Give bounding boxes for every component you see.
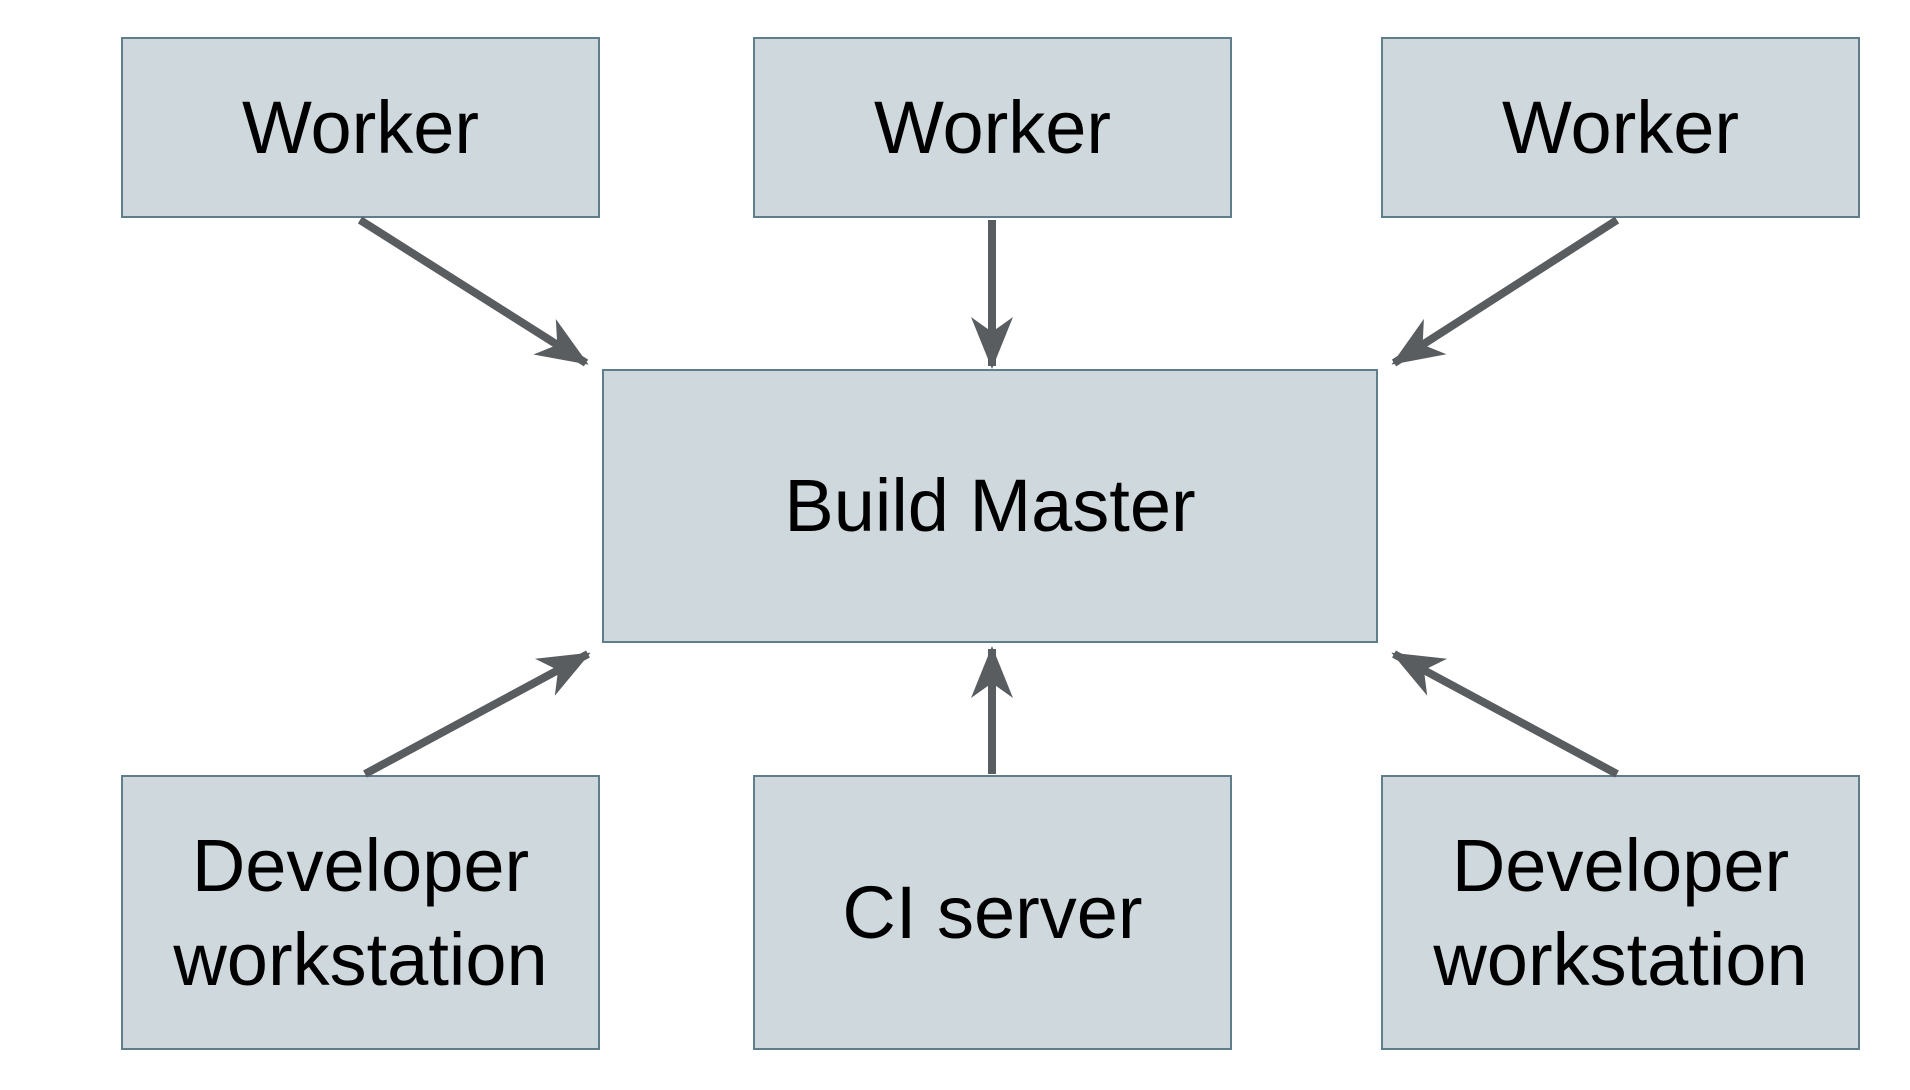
node-developer-workstation-right-label: Developer workstation — [1433, 824, 1808, 1001]
node-worker-2-label: Worker — [873, 85, 1112, 169]
node-build-master: Build Master — [602, 369, 1378, 643]
arrow-devleft-to-build-master — [363, 650, 591, 778]
node-worker-3-label: Worker — [1501, 85, 1740, 169]
node-ci-server-label: CI server — [842, 870, 1143, 954]
node-developer-workstation-right: Developer workstation — [1381, 775, 1860, 1050]
node-developer-workstation-left-label: Developer workstation — [173, 824, 548, 1001]
node-worker-1: Worker — [121, 37, 600, 218]
arrow-worker1-to-build-master — [357, 216, 589, 367]
node-developer-workstation-left: Developer workstation — [121, 775, 600, 1050]
node-worker-1-label: Worker — [241, 85, 480, 169]
node-build-master-label: Build Master — [784, 464, 1196, 548]
node-ci-server: CI server — [753, 775, 1232, 1050]
arrow-worker3-to-build-master — [1391, 216, 1620, 367]
arrow-devright-to-build-master — [1391, 650, 1619, 778]
node-worker-3: Worker — [1381, 37, 1860, 218]
node-worker-2: Worker — [753, 37, 1232, 218]
